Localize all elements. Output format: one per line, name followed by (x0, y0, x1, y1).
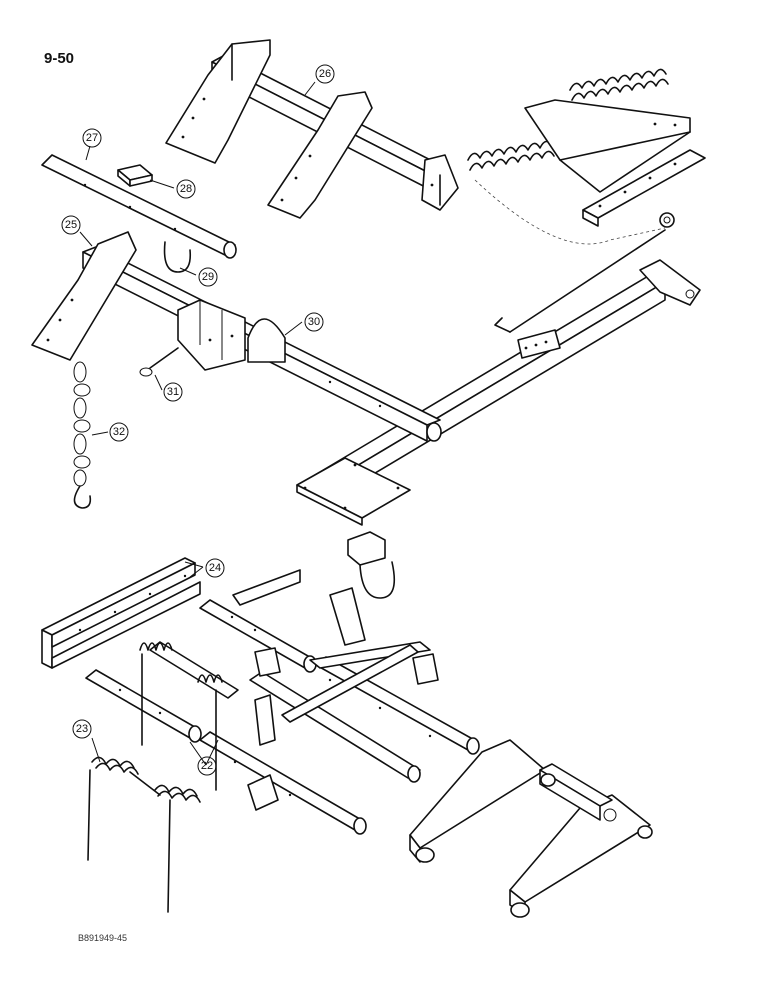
callout-32: 32 (109, 422, 129, 442)
callout-27: 27 (82, 128, 102, 148)
a-frame-assembly (409, 739, 653, 918)
part-25-frame-bar (31, 231, 442, 442)
callout-22-label: 22 (201, 760, 213, 772)
callout-30-label: 30 (308, 316, 320, 328)
part-24-channel-rails (41, 557, 201, 669)
part-26-holes (181, 97, 434, 202)
tongue-beam (296, 229, 701, 599)
callout-28: 28 (176, 179, 196, 199)
spring-bracket-holes (598, 122, 677, 208)
part-22-tubes (85, 569, 480, 835)
callout-31: 31 (163, 382, 183, 402)
callout-23-label: 23 (76, 723, 88, 735)
callout-27-label: 27 (86, 132, 98, 144)
part-29-u-bolt (163, 241, 192, 273)
part-22-holes (118, 615, 432, 797)
callout-32-label: 32 (113, 426, 125, 438)
part-25-holes (46, 298, 382, 408)
callout-23: 23 (72, 719, 92, 739)
callout-31-label: 31 (167, 386, 179, 398)
part-27-pipe (41, 154, 237, 259)
callout-leaders (79, 81, 316, 766)
part-23-tine-spring (87, 756, 201, 913)
callout-24: 24 (205, 558, 225, 578)
callout-22: 22 (197, 756, 217, 776)
part-26-frame-bar (165, 39, 459, 219)
part-24-holes (78, 574, 187, 632)
spring-assembly (467, 68, 706, 245)
reference-code: B891949-45 (78, 933, 128, 943)
part-28-block (117, 164, 153, 187)
callout-25: 25 (61, 215, 81, 235)
callout-29-label: 29 (202, 271, 214, 283)
part-32-chain (73, 361, 92, 509)
callout-30: 30 (304, 312, 324, 332)
page-number: 9-50 (44, 50, 75, 67)
callout-26-label: 26 (319, 68, 331, 80)
callout-24-label: 24 (209, 562, 221, 574)
callout-29: 29 (198, 267, 218, 287)
callout-28-label: 28 (180, 183, 192, 195)
callout-26: 26 (315, 64, 335, 84)
tongue-beam-holes (303, 340, 548, 510)
part-27-holes (83, 183, 177, 231)
part-31-pin (139, 347, 179, 377)
callout-25-label: 25 (65, 219, 77, 231)
